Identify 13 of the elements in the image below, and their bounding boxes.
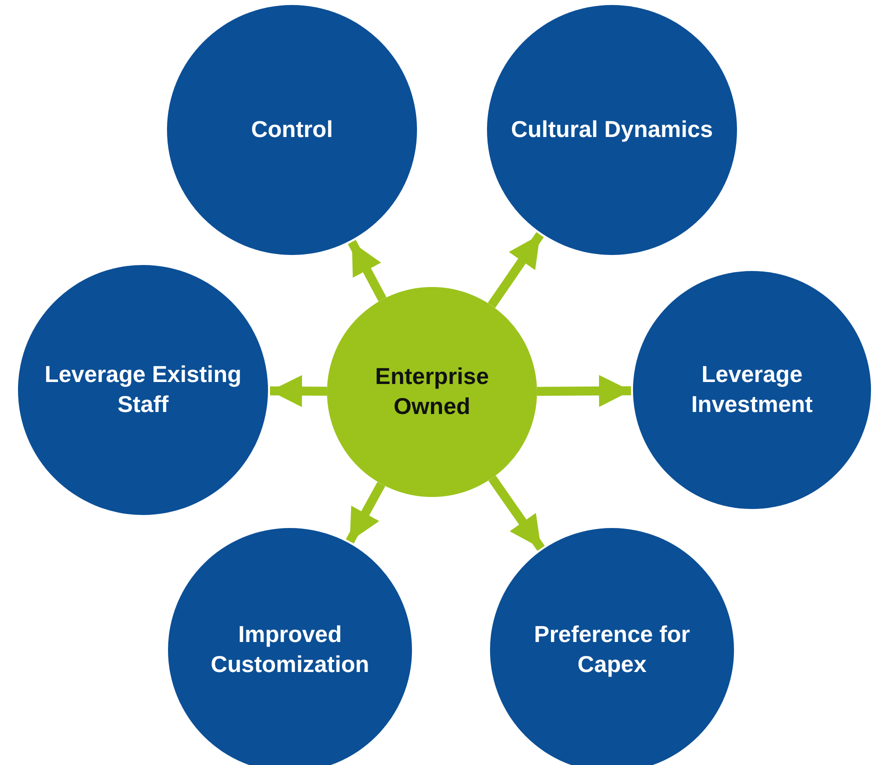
node-label: Leverage Existing Staff bbox=[44, 360, 242, 419]
arrow bbox=[536, 374, 632, 407]
arrow bbox=[488, 232, 544, 308]
arrow bbox=[348, 240, 386, 302]
node-label: Preference for Capex bbox=[533, 620, 691, 679]
arrow bbox=[488, 476, 545, 551]
node-label: Cultural Dynamics bbox=[510, 115, 714, 144]
node-label: Leverage Investment bbox=[690, 360, 814, 419]
node-label: Improved Customization bbox=[210, 620, 370, 679]
node-label: Enterprise Owned bbox=[374, 362, 490, 421]
node-label: Control bbox=[250, 115, 334, 144]
arrow bbox=[346, 482, 386, 544]
arrow bbox=[270, 375, 328, 408]
